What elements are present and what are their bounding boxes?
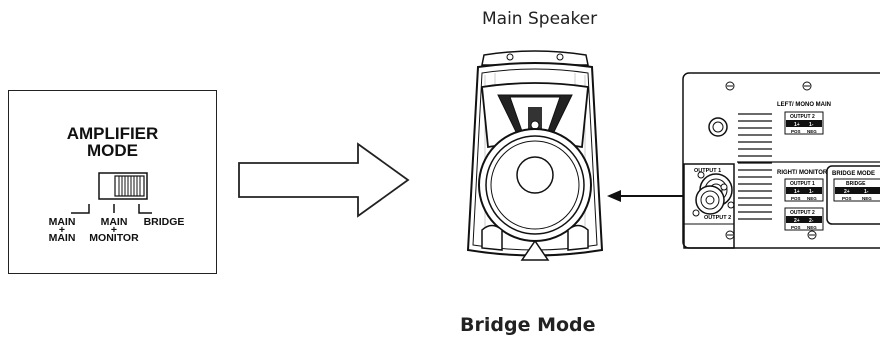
right-monitor-label: RIGHT/ MONITOR (777, 170, 828, 176)
rear-panel: OUTPUT 2 OUTPUT 1 LEFT/ MONO MAIN OUTPUT… (682, 72, 880, 249)
svg-text:1-: 1- (809, 189, 814, 195)
svg-text:POS: POS (791, 129, 801, 134)
box-output2b-title: OUTPUT 2 (790, 210, 815, 216)
box-output1-title: OUTPUT 1 (790, 181, 815, 187)
position-bridge: BRIDGE (143, 216, 185, 228)
amplifier-mode-box: AMPLIFIER MODE MAIN + MAIN MAIN + MONITO… (8, 90, 217, 274)
amplifier-heading: AMPLIFIER MODE (9, 125, 216, 159)
svg-text:POS: POS (842, 196, 852, 201)
output1-jack-label: OUTPUT 1 (694, 168, 721, 174)
left-mono-main-label: LEFT/ MONO MAIN (777, 102, 831, 108)
position-main-main: MAIN + MAIN (48, 216, 76, 244)
speaker-illustration (466, 50, 604, 261)
svg-text:POS: POS (791, 225, 801, 230)
flow-arrow (238, 142, 410, 218)
position-main-monitor: MAIN + MONITOR (89, 216, 139, 244)
svg-text:NEG: NEG (807, 225, 817, 230)
connection-arrow (607, 190, 683, 202)
bridge-mode-label: BRIDGE MODE (832, 171, 875, 177)
svg-text:1+: 1+ (794, 122, 800, 128)
main-speaker-title: Main Speaker (482, 9, 598, 29)
mode-switch (71, 172, 152, 214)
svg-text:POS: POS (791, 196, 801, 201)
svg-text:NEG: NEG (807, 196, 817, 201)
svg-text:NEG: NEG (807, 129, 817, 134)
box-output2-title: OUTPUT 2 (790, 114, 815, 120)
amplifier-heading-line1: AMPLIFIER (66, 124, 159, 143)
svg-text:1+: 1+ (794, 189, 800, 195)
svg-text:1-: 1- (809, 122, 814, 128)
svg-text:2-: 2- (809, 218, 814, 224)
box-bridge-title: BRIDGE (846, 181, 866, 187)
svg-text:NEG: NEG (862, 196, 872, 201)
output2-jack-label: OUTPUT 2 (704, 215, 731, 221)
svg-text:2+: 2+ (794, 218, 800, 224)
svg-text:2+: 2+ (844, 189, 850, 195)
amplifier-heading-line2: MODE (87, 141, 138, 160)
svg-text:1-: 1- (864, 189, 869, 195)
diagram-caption: Bridge Mode (460, 314, 596, 336)
